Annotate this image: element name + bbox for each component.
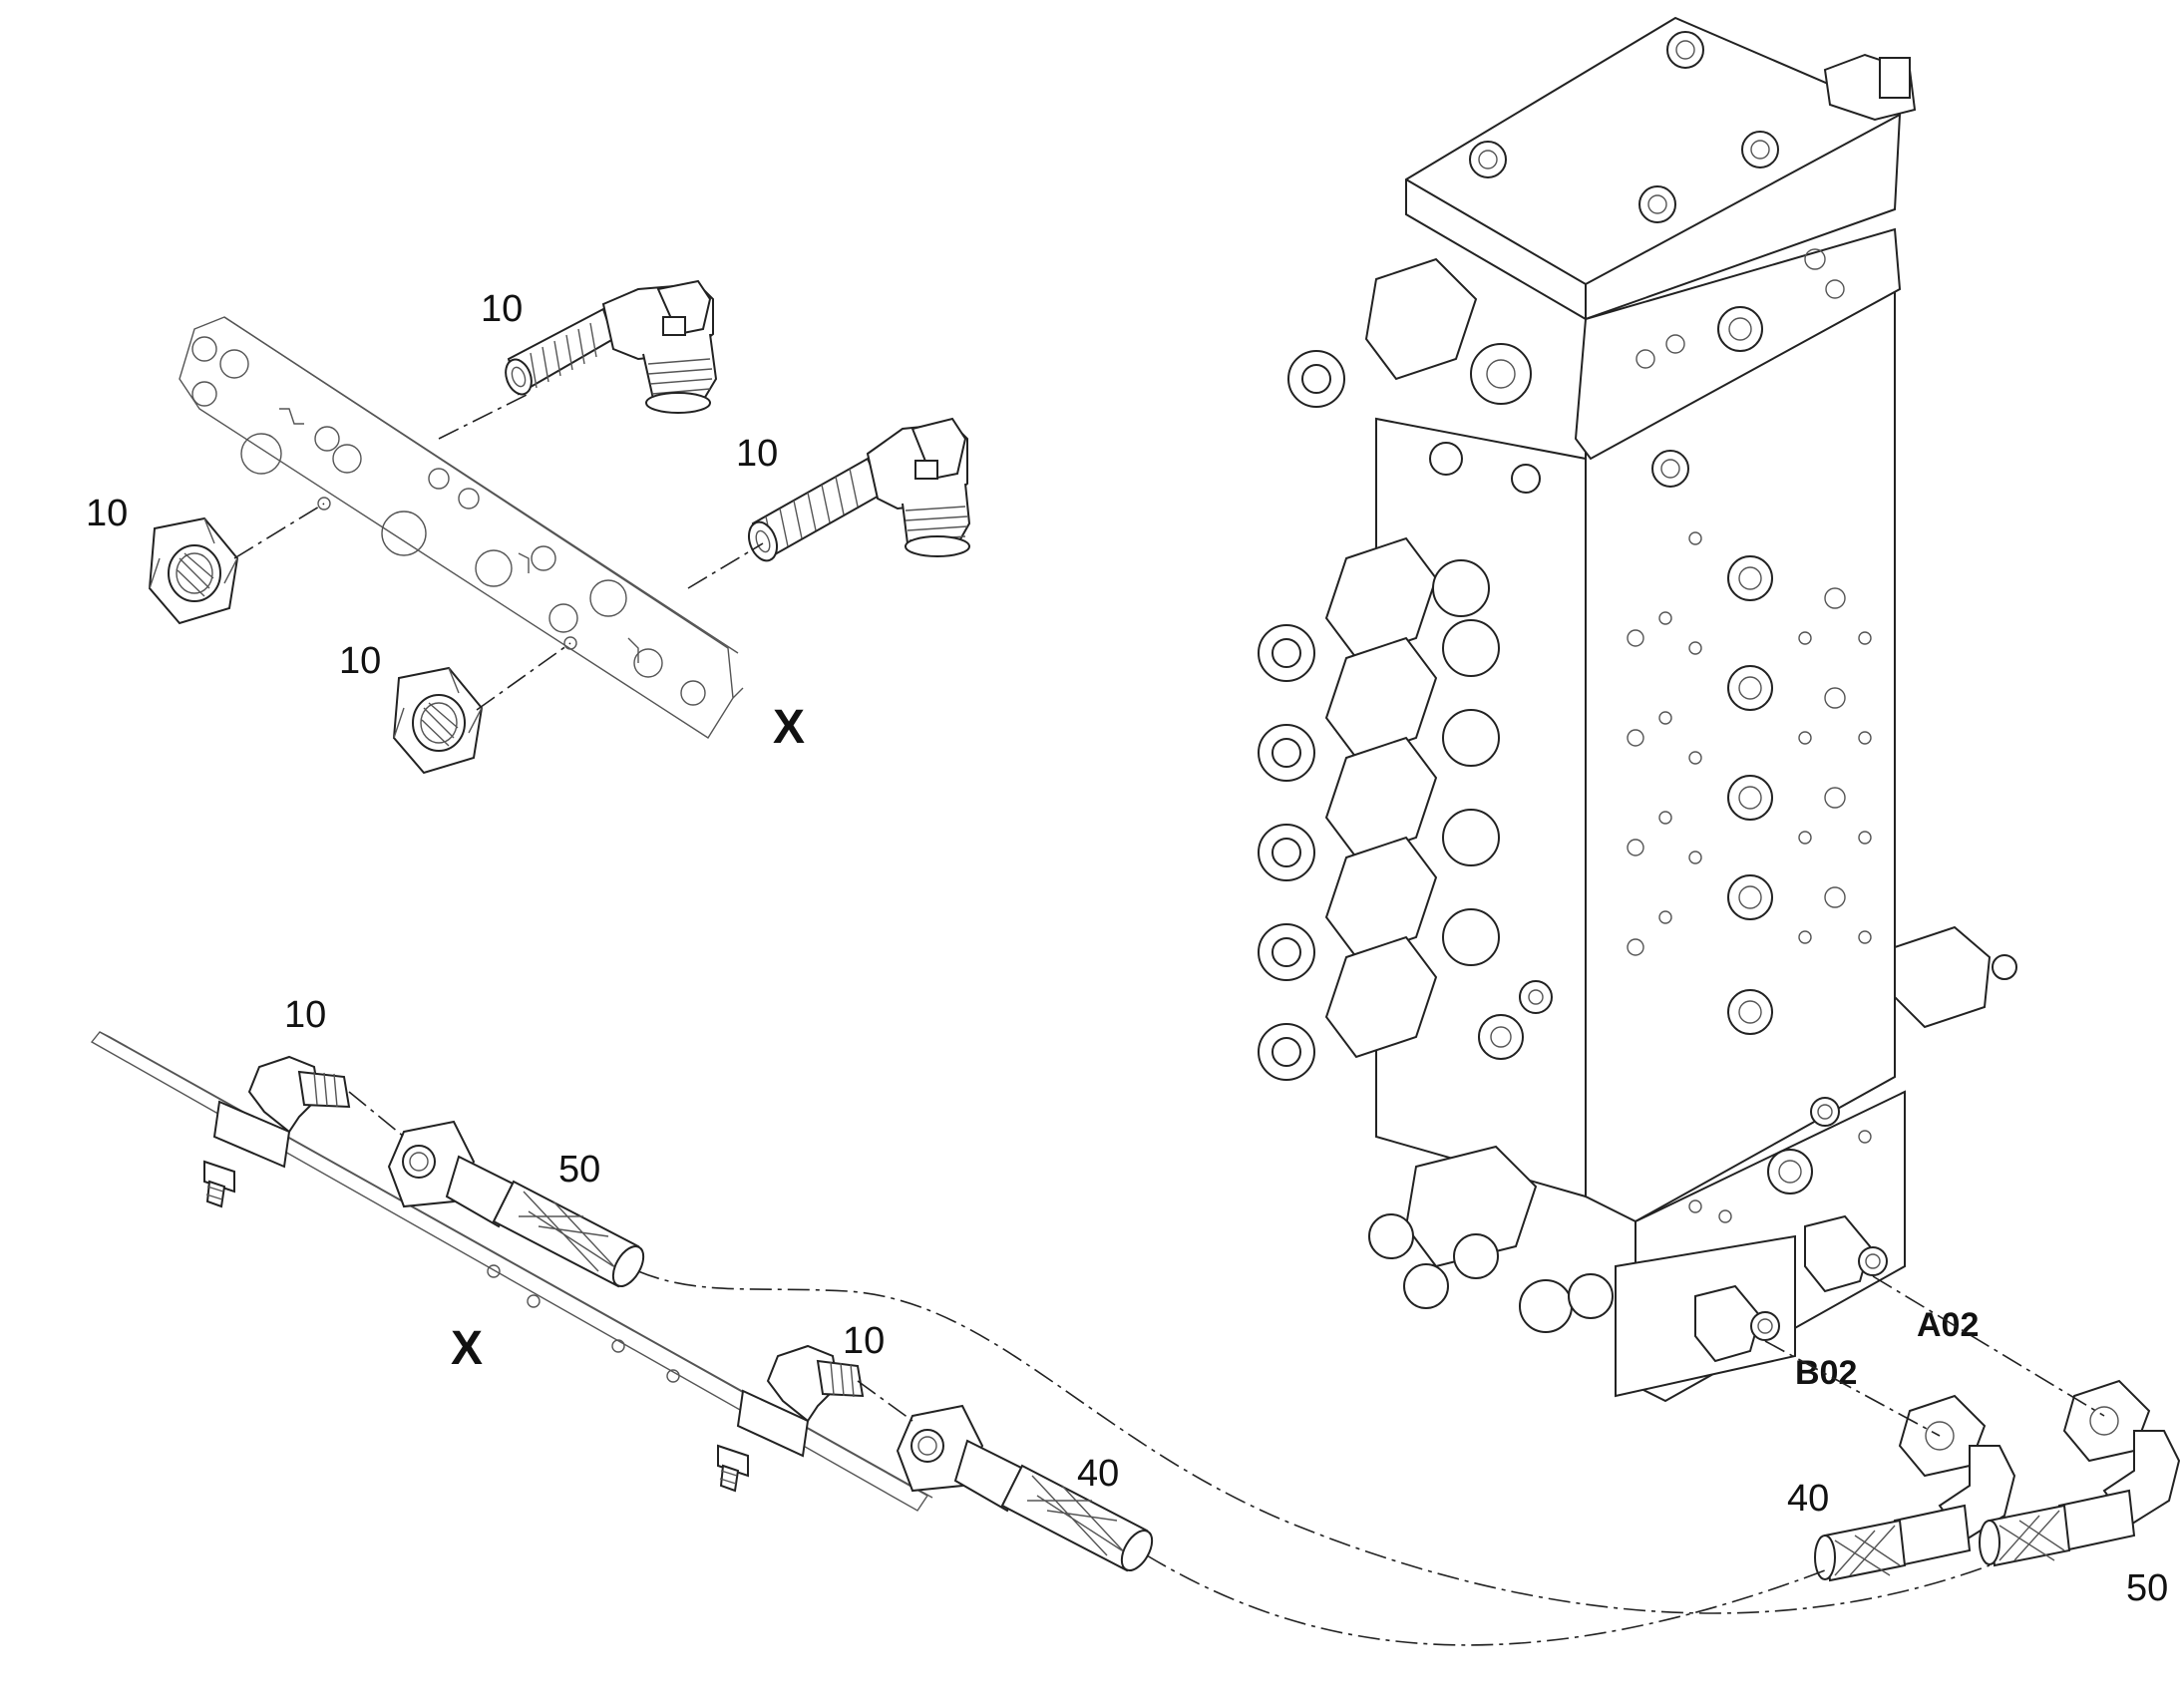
label-right-hose-50: 50 — [2126, 1567, 2168, 1609]
label-lower-hose-40: 40 — [1077, 1453, 1119, 1495]
label-upper-elbow-top: 10 — [481, 288, 523, 330]
view-label-upper: X — [773, 701, 805, 754]
label-upper-nut-right: 10 — [339, 640, 381, 682]
routing-line-40 — [1146, 1554, 1826, 1646]
port-label-a02: A02 — [1917, 1306, 1979, 1344]
assembly-line-upper-3 — [233, 503, 325, 559]
hex-nut-upper-left — [148, 516, 239, 625]
hose-assembly-50-lower — [387, 1120, 645, 1288]
assembly-line-upper-2 — [687, 542, 764, 589]
view-label-lower: X — [451, 1322, 483, 1375]
routing-line-a02 — [1872, 1275, 2105, 1417]
assembly-line-upper-1 — [438, 393, 530, 440]
label-upper-nut-left: 10 — [86, 493, 128, 534]
assembly-line-lower-2 — [857, 1380, 913, 1422]
control-valve-block — [1258, 16, 2017, 1403]
label-lower-elbow-left: 10 — [284, 994, 326, 1036]
hose-end-40-right — [1814, 1394, 2016, 1582]
assembly-line-lower-1 — [348, 1091, 405, 1138]
label-right-hose-40: 40 — [1787, 1478, 1829, 1520]
lower-bracket-rail — [90, 1031, 933, 1512]
hose-assembly-40-lower — [896, 1404, 1154, 1572]
elbow-fitting-upper-top — [505, 279, 718, 414]
label-lower-elbow-right: 10 — [843, 1320, 885, 1362]
upper-bracket-plate — [179, 316, 744, 739]
valve-spool-row — [1258, 442, 1553, 1081]
elbow-fitting-upper-mid — [747, 417, 971, 562]
routing-line-50 — [637, 1270, 1991, 1614]
hose-end-50-right — [1979, 1379, 2180, 1567]
elbow-fitting-lower-left — [203, 1055, 351, 1208]
elbow-fitting-lower-right — [717, 1344, 865, 1493]
hex-nut-upper-right — [392, 666, 484, 775]
label-upper-elbow-mid: 10 — [736, 433, 778, 475]
label-lower-hose-50: 50 — [558, 1149, 600, 1191]
assembly-line-upper-4 — [476, 642, 571, 711]
routing-line-b02 — [1764, 1340, 1941, 1437]
